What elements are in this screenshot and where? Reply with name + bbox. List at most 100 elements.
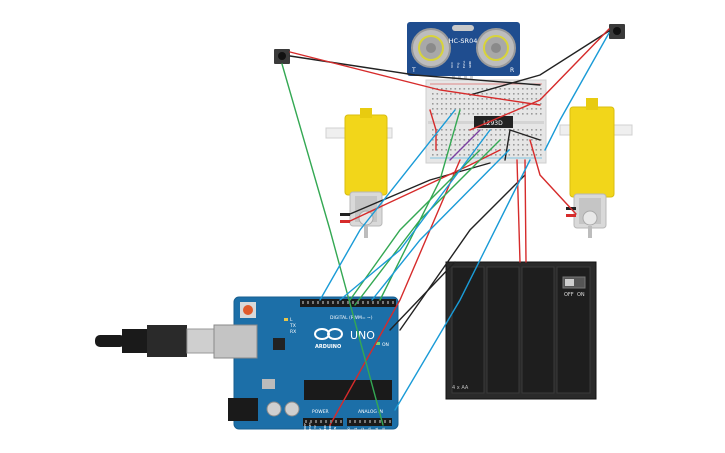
usb-b-port: [213, 324, 258, 359]
battery-cell-2: [486, 266, 520, 394]
power-pin-ioref: IOREF: [303, 423, 307, 432]
wire-green[interactable]: [379, 109, 461, 301]
sensor-pin-trig: Trig: [456, 63, 460, 69]
wire-purple[interactable]: [449, 129, 481, 161]
wire-red[interactable]: [529, 139, 577, 215]
header-pin: [305, 420, 307, 423]
breadboard-hole: [508, 144, 511, 146]
wire-green[interactable]: [281, 63, 384, 426]
l293d-ic[interactable]: L293D: [474, 116, 513, 128]
wire-black[interactable]: [389, 261, 456, 331]
breadboard-hole: [454, 88, 457, 90]
wire-blue[interactable]: [319, 109, 456, 301]
analog-pin-a0: A0: [347, 427, 351, 432]
ultrasonic-sensor[interactable]: HC-SR04 T R VCC Trig Echo GND: [407, 22, 520, 82]
breadboard-hole: [463, 139, 466, 141]
header-pin: [320, 420, 322, 423]
wire-blue[interactable]: [394, 159, 531, 411]
ic-body: [474, 116, 513, 128]
header-pin: [307, 301, 309, 304]
header-pin: [335, 420, 337, 423]
breadboard-hole: [459, 98, 461, 100]
breadboard-hole: [468, 88, 470, 90]
breadboard-hole: [540, 139, 542, 141]
wire-black[interactable]: [349, 162, 491, 215]
dc-motor-left[interactable]: [325, 108, 393, 238]
wire-black[interactable]: [399, 174, 526, 331]
breadboard-hole: [522, 108, 524, 110]
breadboard-hole: [535, 144, 538, 146]
sensor-pin-gnd: GND: [468, 60, 472, 68]
battery-switch-off: OFF: [564, 292, 574, 298]
arduino-uno[interactable]: DIGITAL (PWM= ~) ARDUINO UNO POWER ANALO…: [213, 296, 399, 432]
wire-red[interactable]: [429, 109, 437, 151]
breadboard-hole: [472, 134, 475, 136]
dc-motor-right[interactable]: [559, 98, 633, 238]
battery-pack[interactable]: OFF ON 4 x AA: [445, 261, 597, 400]
wire-red[interactable]: [349, 149, 501, 222]
breadboard-hole: [463, 98, 466, 100]
breadboard-hole: [441, 103, 443, 105]
header-pin: [352, 301, 354, 304]
breadboard-hole: [504, 134, 506, 136]
breadboard-hole: [450, 154, 452, 156]
breadboard-hole: [522, 88, 524, 90]
breadboard-hole: [508, 154, 511, 156]
header-pin: [354, 420, 356, 423]
wire-red[interactable]: [516, 159, 521, 263]
analog-pin-a5: A5: [382, 427, 386, 432]
breadboard-hole: [499, 113, 502, 115]
breadboard-hole: [477, 129, 479, 131]
wire-green[interactable]: [349, 149, 481, 301]
breadboard-hole: [432, 134, 434, 136]
breadboard-hole: [495, 129, 497, 131]
wire-red[interactable]: [524, 159, 527, 263]
breadboard-hole: [513, 108, 515, 110]
breadboard-hole: [517, 134, 520, 136]
power-pin-3v3: 3.3V: [313, 424, 317, 432]
header-pin: [310, 420, 312, 423]
breadboard-hole: [508, 98, 511, 100]
breadboard-hole: [463, 129, 466, 131]
breadboard-hole: [522, 103, 524, 105]
breadboard-hole: [540, 93, 542, 95]
breadboard-hole: [504, 98, 506, 100]
breadboard-hole: [517, 88, 520, 90]
breadboard-hole: [432, 103, 434, 105]
wire-red[interactable]: [469, 28, 610, 131]
breadboard-hole: [472, 108, 475, 110]
breadboard-hole: [526, 134, 529, 136]
breadboard-hole: [490, 149, 493, 151]
breadboard-hole: [486, 149, 488, 151]
breadboard-hole: [535, 129, 538, 131]
breadboard-hole: [486, 139, 488, 141]
wire-red[interactable]: [289, 51, 541, 106]
wire-red[interactable]: [329, 159, 461, 426]
wire-blue[interactable]: [544, 32, 610, 151]
breadboard-hole: [486, 129, 488, 131]
switch-right[interactable]: [609, 24, 625, 39]
breadboard-hole: [472, 98, 475, 100]
breadboard-hole: [499, 103, 502, 105]
breadboard-hole: [436, 98, 439, 100]
breadboard-hole: [526, 93, 529, 95]
breadboard-hole: [459, 93, 461, 95]
breadboard-hole: [481, 98, 484, 100]
breadboard-hole: [522, 149, 524, 151]
wire-blue[interactable]: [339, 129, 491, 301]
breadboard-hole: [468, 149, 470, 151]
power-pin-5v: 5V: [318, 427, 322, 432]
wire-black[interactable]: [469, 30, 610, 96]
breadboard-hole: [513, 88, 515, 90]
breadboard-hole: [531, 154, 533, 156]
breadboard-hole: [504, 108, 506, 110]
wire-black[interactable]: [504, 129, 541, 161]
breadboard-hole: [441, 93, 443, 95]
switch-left[interactable]: [274, 49, 290, 64]
wire-blue[interactable]: [371, 149, 510, 301]
breadboard-hole: [441, 134, 443, 136]
breadboard-hole: [486, 98, 488, 100]
header-pin: [317, 301, 319, 304]
rx-label: RX: [290, 329, 296, 335]
